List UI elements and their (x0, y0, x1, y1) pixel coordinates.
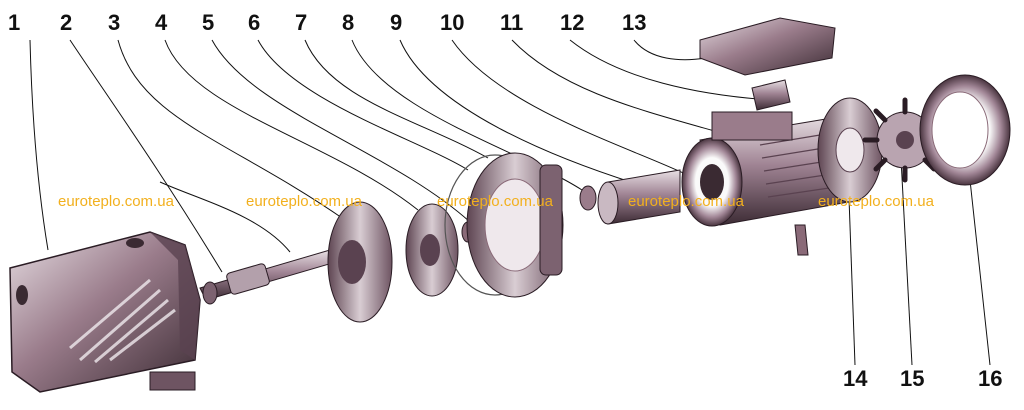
callout-number-14: 14 (843, 366, 868, 391)
flange-part (466, 152, 564, 298)
leader-line-2b (159, 181, 291, 253)
callout-number-7: 7 (295, 10, 308, 35)
callout-number-11: 11 (500, 10, 524, 35)
callout-number-9: 9 (390, 10, 403, 35)
shaft-part (199, 249, 337, 305)
diffuser-part (327, 201, 393, 323)
leader-line-7 (304, 39, 489, 159)
watermark-label: euroteplo.com.ua (437, 193, 553, 210)
leader-line-14 (847, 169, 856, 366)
end-shield-part (817, 97, 883, 203)
leader-line-13 (633, 39, 707, 61)
leader-line-12 (569, 39, 771, 101)
callout-number-8: 8 (342, 10, 355, 35)
callout-number-5: 5 (202, 10, 215, 35)
callout-number-2: 2 (60, 10, 73, 35)
leader-line-2 (69, 39, 223, 273)
callout-number-16: 16 (978, 366, 1003, 391)
watermark-text: euroteplo.com.ua (58, 194, 174, 209)
fan-cover-part (919, 74, 1011, 186)
leader-line-11 (511, 39, 719, 133)
leader-line-4 (164, 39, 419, 211)
callout-number-12: 12 (560, 10, 585, 35)
watermark-label: euroteplo.com.ua (58, 193, 174, 210)
leader-line-3 (117, 39, 346, 221)
watermark-text: euroteplo.com.ua (437, 194, 553, 209)
impeller-part (405, 203, 459, 297)
callout-number-3: 3 (108, 10, 121, 35)
watermark-text: euroteplo.com.ua (818, 194, 934, 209)
bearing-part (579, 169, 681, 225)
leader-line-16 (969, 179, 991, 366)
leader-line-10 (451, 39, 699, 181)
watermark-label: euroteplo.com.ua (628, 193, 744, 210)
capacitor-part (751, 79, 791, 111)
watermark-label: euroteplo.com.ua (246, 193, 362, 210)
callout-number-15: 15 (900, 366, 925, 391)
callout-number-6: 6 (248, 10, 261, 35)
watermark-text: euroteplo.com.ua (628, 194, 744, 209)
leader-line-9 (399, 39, 641, 186)
pump-housing-part (9, 231, 201, 393)
callout-number-10: 10 (440, 10, 465, 35)
watermark-label: euroteplo.com.ua (818, 193, 934, 210)
terminal-cover-part (699, 17, 836, 76)
callout-number-13: 13 (622, 10, 647, 35)
watermark-text: euroteplo.com.ua (246, 194, 362, 209)
leader-line-5 (211, 39, 471, 223)
leader-line-15 (899, 139, 913, 366)
leader-line-6 (257, 39, 469, 171)
callout-number-4: 4 (155, 10, 168, 35)
leader-line-1 (29, 39, 49, 251)
callout-number-1: 1 (8, 10, 21, 35)
